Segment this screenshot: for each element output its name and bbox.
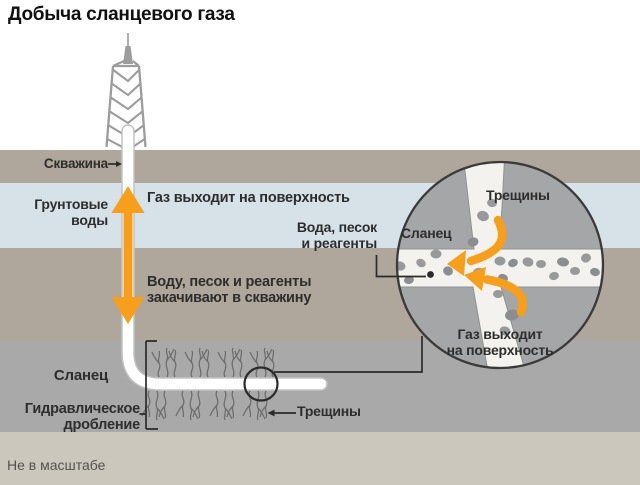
highlight-circle [243, 366, 279, 402]
inset-flow-arrows [447, 215, 527, 317]
well-pipe [121, 124, 328, 391]
inset-outline [395, 160, 605, 370]
label-injection: Воду, песок и реагенты закачивают в сква… [147, 274, 312, 306]
fracking-bracket [139, 340, 158, 430]
inset-label-shale: Сланец [401, 225, 452, 241]
fissures-leader-line [267, 409, 296, 417]
layer-bedrock [0, 432, 640, 485]
label-shale: Сланец [53, 367, 108, 384]
label-groundwater: Грунтовые воды [34, 196, 108, 228]
inset-label-gas-exits: Газ выходит на поверхность [446, 326, 554, 358]
flow-arrows-up-down [111, 186, 145, 324]
label-hydraulic-fracturing: Гидравлическое дробление [24, 401, 140, 433]
label-well: Скважина [43, 156, 108, 171]
not-to-scale-note: Не в масштабе [7, 457, 106, 473]
page-title: Добыча сланцевого газа [8, 4, 235, 25]
label-fissures: Трещины [297, 403, 361, 419]
inset-label-fissures: Трещины [486, 187, 550, 203]
inset-connector-line [274, 336, 423, 373]
layer-sky [0, 0, 640, 150]
label-gas-to-surface: Газ выходит на поверхность [147, 190, 350, 206]
water-sand-leader-line [375, 255, 434, 278]
label-water-sand-reagents: Вода, песок и реагенты [296, 219, 377, 251]
well-leader-line [108, 161, 122, 167]
